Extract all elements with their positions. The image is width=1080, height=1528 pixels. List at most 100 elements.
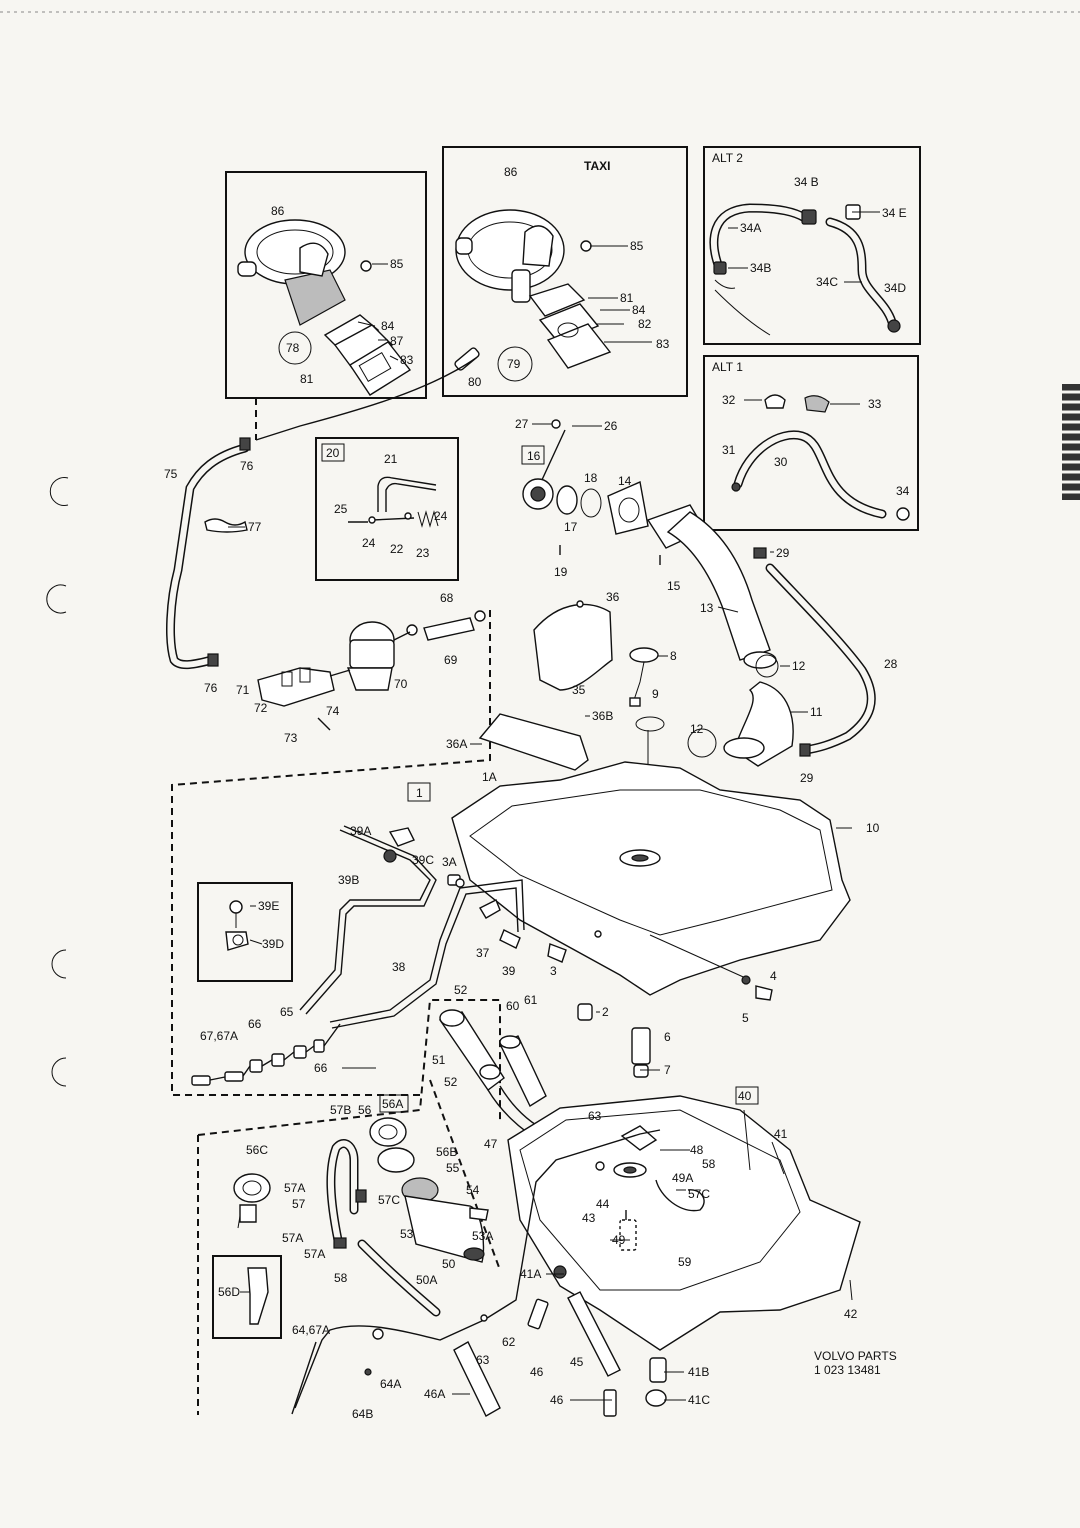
callout-11: 11: [810, 705, 823, 719]
group-box-16: [521, 445, 545, 465]
callout-34e: 34 E: [882, 206, 907, 220]
callout-51: 51: [432, 1053, 446, 1067]
inset-39de: [197, 882, 293, 982]
group-label-1: 1: [416, 786, 423, 800]
callout-43: 43: [582, 1211, 596, 1225]
callout-76b: 76: [204, 681, 218, 695]
callout-58b: 58: [702, 1157, 716, 1171]
callout-18: 18: [584, 471, 598, 485]
callout-46a: 46: [530, 1365, 544, 1379]
callout-4: 4: [770, 969, 777, 983]
callout-10: 10: [866, 821, 880, 835]
callout-29a: 29: [776, 546, 790, 560]
callout-26: 26: [604, 419, 618, 433]
callout-15: 15: [667, 579, 681, 593]
callout-9: 9: [652, 687, 659, 701]
filler-neck-assembly: [522, 419, 794, 767]
callout-53a: 53A: [472, 1229, 493, 1243]
callout-12a: 12: [792, 659, 806, 673]
inset-taxi: [442, 146, 688, 397]
callout-34b-top: 34 B: [794, 175, 819, 189]
callout-27: 27: [515, 417, 529, 431]
callout-63a: 63: [588, 1109, 602, 1123]
group-box-20: [321, 443, 345, 462]
fuel-lines-38-39: [299, 825, 773, 1029]
callout-68: 68: [440, 591, 454, 605]
cap-and-lock-assembly: [233, 1117, 489, 1325]
callout-54: 54: [466, 1183, 480, 1197]
callout-81b: 81: [620, 291, 634, 305]
drain-plugs: [455, 878, 651, 1078]
callout-64a: 64A: [380, 1377, 401, 1391]
callout-76a: 76: [240, 459, 254, 473]
callout-73: 73: [284, 731, 298, 745]
callout-85b: 85: [630, 239, 644, 253]
callout-78: 78: [286, 341, 300, 355]
fuel-pump-assembly: [257, 610, 486, 731]
callout-17: 17: [564, 520, 578, 534]
callout-49: 49: [612, 1233, 626, 1247]
fuel-tank-main: [451, 761, 851, 996]
callout-64-67a: 64,67A: [292, 1323, 330, 1337]
callout-71: 71: [236, 683, 250, 697]
callout-56: 56: [358, 1103, 372, 1117]
callout-66b: 66: [314, 1061, 328, 1075]
callout-3: 3: [550, 964, 557, 978]
group-label-16: 16: [527, 449, 541, 463]
callout-62: 62: [502, 1335, 516, 1349]
callout-72: 72: [254, 701, 268, 715]
group-label-56a: 56A: [382, 1097, 403, 1111]
callout-34d: 34D: [884, 281, 906, 295]
callout-55: 55: [446, 1161, 460, 1175]
group-box-1: [407, 782, 431, 802]
alt1-title: ALT 1: [712, 360, 743, 374]
callout-61: 61: [524, 993, 538, 1007]
callout-22: 22: [390, 542, 404, 556]
callout-36: 36: [606, 590, 620, 604]
callout-50: 50: [442, 1257, 456, 1271]
edge-index-marker: [1062, 384, 1080, 500]
callout-70: 70: [394, 677, 408, 691]
group-label-20: 20: [326, 446, 340, 460]
callout-44: 44: [596, 1197, 610, 1211]
callout-21: 21: [384, 452, 398, 466]
callout-63b: 63: [476, 1353, 490, 1367]
callout-12b: 12: [690, 722, 704, 736]
callout-30: 30: [774, 455, 788, 469]
callout-56d: 56D: [218, 1285, 240, 1299]
callout-66a: 66: [248, 1017, 262, 1031]
callout-41c: 41C: [688, 1393, 710, 1407]
callout-39d: 39D: [262, 937, 284, 951]
filler-pipes-47-60: [438, 1009, 549, 1141]
callout-82: 82: [638, 317, 652, 331]
alt2-title: ALT 2: [712, 151, 743, 165]
callout-85a: 85: [390, 257, 404, 271]
callout-86b: 86: [504, 165, 518, 179]
callout-23: 23: [416, 546, 430, 560]
callout-57c-1: 57C: [378, 1193, 400, 1207]
callout-81a: 81: [300, 372, 314, 386]
callout-39c: 39C: [412, 853, 434, 867]
callout-8: 8: [670, 649, 677, 663]
callout-34c: 34C: [816, 275, 838, 289]
fuel-line-connectors-65-67: [191, 1023, 341, 1086]
callout-labels: 86 85 84 87 83 78 81 86 85 81 84 82 83 7…: [164, 165, 910, 1421]
callout-19: 19: [554, 565, 568, 579]
callout-5: 5: [742, 1011, 749, 1025]
callout-39a: 39A: [350, 824, 371, 838]
callout-39b: 39B: [338, 873, 359, 887]
callout-46a-strip: 46A: [424, 1387, 445, 1401]
callout-87: 87: [390, 334, 404, 348]
alt2-hoses: [709, 203, 901, 336]
callout-65: 65: [280, 1005, 294, 1019]
inset-alt2: [703, 146, 921, 345]
callout-2: 2: [602, 1005, 609, 1019]
inset-56d: [212, 1255, 282, 1339]
callout-34a: 34A: [740, 221, 761, 235]
feed-hose-75: [166, 437, 251, 670]
callout-45: 45: [570, 1355, 584, 1369]
callout-32: 32: [722, 393, 736, 407]
callout-56c: 56C: [246, 1143, 268, 1157]
alt1-hoses: [731, 394, 910, 521]
callout-41: 41: [774, 1127, 788, 1141]
